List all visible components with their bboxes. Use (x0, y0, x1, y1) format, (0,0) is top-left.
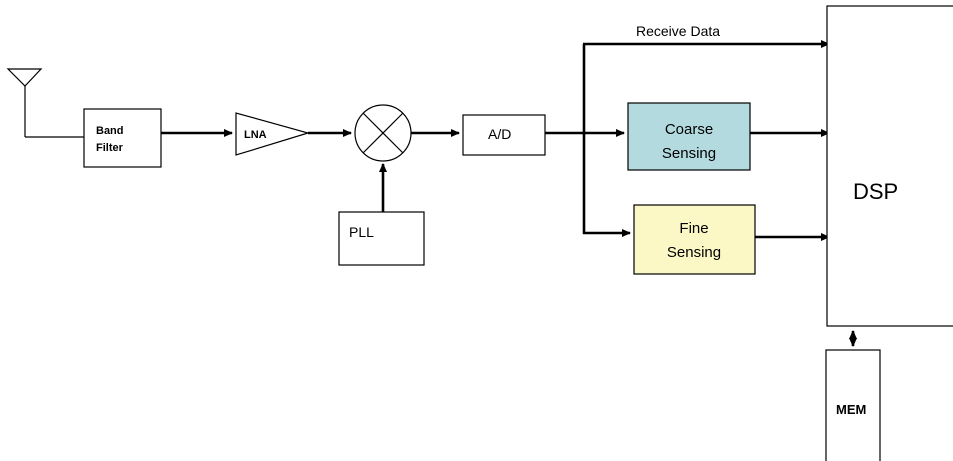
mem-block: MEM (825, 349, 881, 461)
pll-box (338, 211, 425, 266)
pll-block: PLL (338, 211, 425, 266)
band-filter-box (83, 108, 162, 168)
lna-label: LNA (244, 129, 267, 141)
fine-sensing-label-line2: Sensing (667, 244, 721, 261)
ad-label: A/D (488, 126, 511, 142)
dsp-label: DSP (853, 179, 898, 204)
dsp-box (826, 5, 953, 327)
mixer-icon (354, 104, 412, 162)
coarse-sensing-box (627, 102, 751, 171)
pll-label: PLL (349, 224, 374, 240)
fine-sensing-box (633, 204, 756, 275)
ad-converter-block: A/D (462, 114, 546, 156)
antenna-icon (6, 68, 84, 138)
lna-block: LNA (235, 112, 311, 156)
mem-box (825, 349, 881, 461)
band-filter-label-line1: Band (96, 125, 124, 137)
band-filter-block: Band Filter (83, 108, 162, 168)
ad-box (462, 114, 546, 156)
dsp-block: DSP (826, 5, 953, 327)
mem-label: MEM (836, 402, 866, 417)
fine-sensing-label-line1: Fine (679, 220, 708, 237)
fine-sensing-block: Fine Sensing (633, 204, 756, 275)
coarse-sensing-block: Coarse Sensing (627, 102, 751, 171)
receive-data-label: Receive Data (636, 23, 720, 39)
coarse-sensing-label-line1: Coarse (665, 121, 713, 138)
coarse-sensing-label-line2: Sensing (662, 145, 716, 162)
band-filter-label-line2: Filter (96, 142, 124, 154)
lna-amplifier-shape (235, 112, 311, 156)
